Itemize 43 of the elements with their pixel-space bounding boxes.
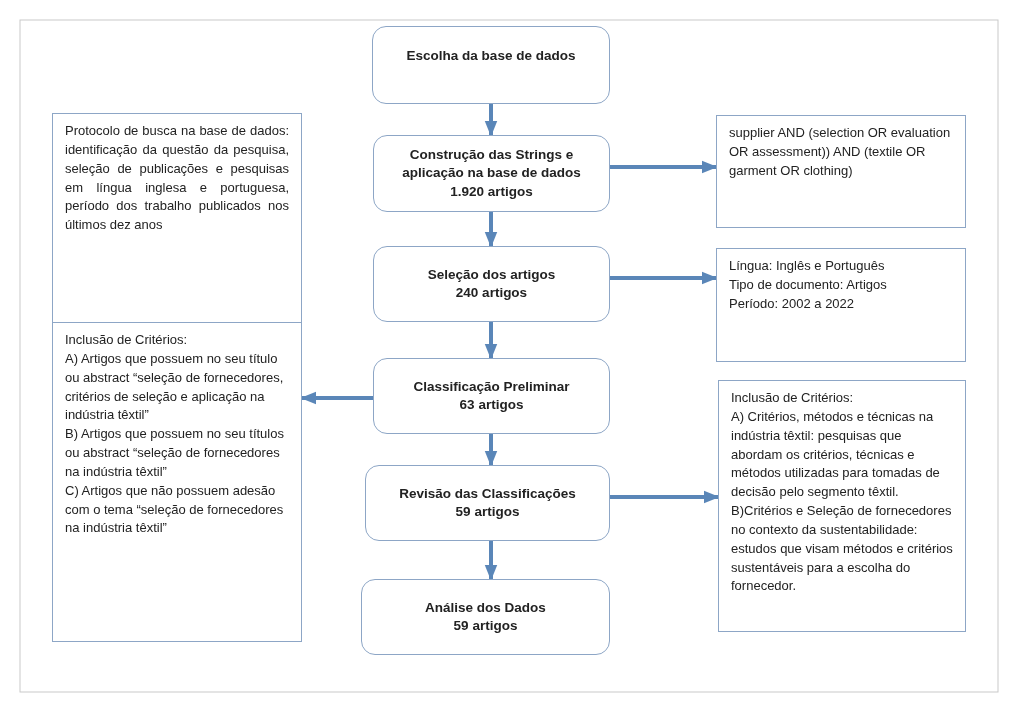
note-text: C) Artigos que não possuem adesão com o tema “seleção de fornecedores na indústria têxtil”	[65, 481, 285, 538]
note-box	[716, 248, 966, 362]
note-box	[52, 322, 302, 642]
note-text: Língua: Inglês e Português	[729, 257, 886, 275]
step-label: Construção das Strings e aplicação na base de dados	[401, 146, 582, 183]
process-box	[373, 135, 610, 212]
process-box	[361, 579, 610, 655]
note-text: Período: 2002 a 2022	[729, 294, 856, 313]
arrow	[484, 541, 498, 581]
step-label: 240 artigos	[455, 284, 528, 302]
arrow	[484, 104, 498, 137]
step-label: Escolha da base de dados	[406, 47, 576, 65]
note-box	[718, 380, 966, 632]
arrow	[484, 434, 498, 467]
note-text: Protocolo de busca na base de dados: identificação da questão da pesquisa, seleção de publicações e pesquisas em língua inglesa e portuguesa, período dos trabalho publicados nos últimos dez anos	[65, 122, 289, 235]
note-box	[716, 115, 966, 228]
process-box	[365, 465, 610, 541]
note-box	[52, 113, 302, 323]
arrow	[300, 391, 373, 405]
note-text: A) Artigos que possuem no seu título ou abstract “seleção de fornecedores, critérios de seleção e aplicação na indústria têxtil”	[65, 349, 285, 425]
step-label: Revisão das Classificações	[399, 484, 576, 503]
step-label: 59 artigos	[453, 617, 518, 635]
step-label: 1.920 artigos	[450, 182, 533, 201]
note-text: B)Critérios e Seleção de fornecedores no contexto da sustentabilidade: estudos que visam métodos e critérios sustentáveis para a escolha do fornecedor.	[731, 502, 953, 596]
note-text: A) Critérios, métodos e técnicas na indústria têxtil: pesquisas que abordam os critérios, técnicas e métodos utilizadas para tomadas de decisão pelo segmento têxtil.	[731, 407, 941, 502]
arrow	[484, 322, 498, 360]
step-label: Análise dos Dados	[425, 598, 546, 617]
process-box	[373, 246, 610, 322]
note-text: supplier AND (selection OR evaluation OR assessment)) AND (textile OR garment OR clothing)	[729, 124, 952, 180]
process-box	[373, 358, 610, 434]
note-text: Inclusão de Critérios:	[731, 389, 855, 407]
process-box	[372, 26, 610, 104]
arrow	[610, 490, 720, 504]
step-label: Classificação Preliminar	[413, 377, 570, 396]
step-label: 63 artigos	[459, 396, 524, 414]
arrow	[610, 271, 718, 285]
step-label: Seleção dos artigos	[427, 265, 556, 284]
arrow	[484, 212, 498, 248]
note-text: Tipo de documento: Artigos	[729, 275, 888, 294]
note-text: B) Artigos que possuem no seu títulos ou abstract “seleção de fornecedores na indústria têxtil”	[65, 425, 285, 481]
arrow	[610, 160, 718, 174]
note-text: Inclusão de Critérios:	[65, 331, 189, 349]
step-label: 59 artigos	[455, 503, 520, 521]
